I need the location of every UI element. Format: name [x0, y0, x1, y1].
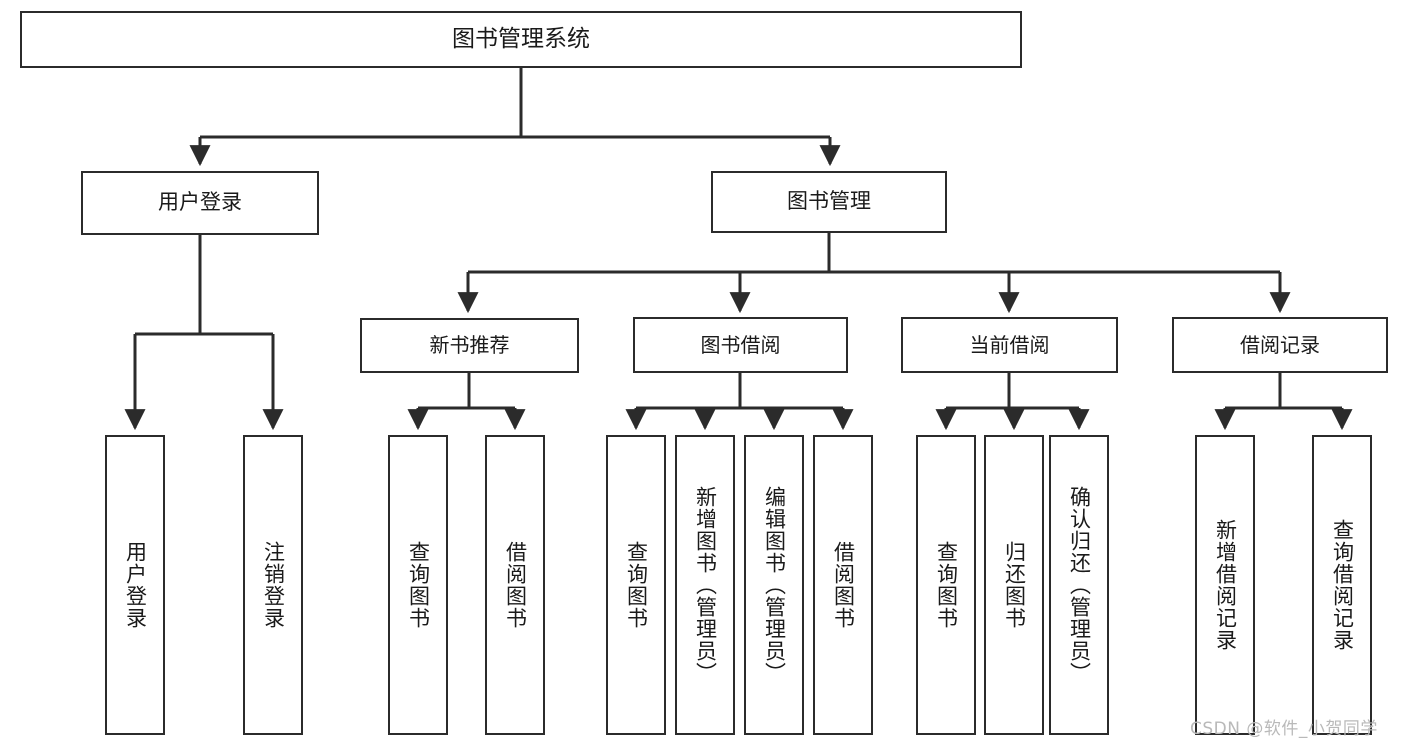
node-leaf-query-record[interactable]: 查询借阅记录	[1312, 435, 1372, 735]
node-leaf-add-record[interactable]: 新增借阅记录	[1195, 435, 1255, 735]
node-book-borrow[interactable]: 图书借阅	[633, 317, 848, 373]
watermark: CSDN @软件_小贺同学	[1190, 719, 1378, 739]
node-leaf-return-book-label: 归还图书	[1002, 541, 1027, 629]
node-book-borrow-label: 图书借阅	[700, 332, 781, 357]
node-leaf-query-book-1-label: 查询图书	[406, 541, 431, 629]
node-leaf-borrow-book-1-label: 借阅图书	[503, 541, 528, 629]
node-leaf-edit-book[interactable]: 编辑图书（管理员）	[744, 435, 804, 735]
node-root[interactable]: 图书管理系统	[20, 11, 1022, 68]
node-leaf-logout[interactable]: 注销登录	[243, 435, 303, 735]
node-current-borrow-label: 当前借阅	[969, 332, 1050, 357]
node-current-borrow[interactable]: 当前借阅	[901, 317, 1118, 373]
node-leaf-user-login-label: 用户登录	[123, 541, 148, 629]
node-leaf-borrow-book-1[interactable]: 借阅图书	[485, 435, 545, 735]
node-leaf-query-book-2[interactable]: 查询图书	[606, 435, 666, 735]
node-book-manage[interactable]: 图书管理	[711, 171, 947, 233]
node-leaf-confirm-return[interactable]: 确认归还（管理员）	[1049, 435, 1109, 735]
node-leaf-borrow-book-2-label: 借阅图书	[831, 541, 856, 629]
node-user-login-label: 用户登录	[158, 190, 242, 215]
node-user-login[interactable]: 用户登录	[81, 171, 319, 235]
node-borrow-record-label: 借阅记录	[1240, 332, 1320, 357]
node-leaf-query-record-label: 查询借阅记录	[1330, 519, 1355, 651]
node-leaf-query-book-2-label: 查询图书	[624, 541, 649, 629]
node-leaf-add-record-label: 新增借阅记录	[1213, 519, 1238, 651]
node-leaf-user-login[interactable]: 用户登录	[105, 435, 165, 735]
node-leaf-confirm-return-label: 确认归还（管理员）	[1067, 486, 1092, 684]
node-new-book-recommend-label: 新书推荐	[429, 333, 510, 358]
node-leaf-query-book-3-label: 查询图书	[934, 541, 959, 629]
node-leaf-add-book-label: 新增图书（管理员）	[693, 486, 718, 684]
node-leaf-borrow-book-2[interactable]: 借阅图书	[813, 435, 873, 735]
node-root-label: 图书管理系统	[452, 25, 590, 52]
node-leaf-add-book[interactable]: 新增图书（管理员）	[675, 435, 735, 735]
node-leaf-query-book-1[interactable]: 查询图书	[388, 435, 448, 735]
node-leaf-logout-label: 注销登录	[261, 541, 286, 629]
node-book-manage-label: 图书管理	[787, 189, 871, 214]
node-leaf-query-book-3[interactable]: 查询图书	[916, 435, 976, 735]
node-leaf-return-book[interactable]: 归还图书	[984, 435, 1044, 735]
node-borrow-record[interactable]: 借阅记录	[1172, 317, 1388, 373]
node-new-book-recommend[interactable]: 新书推荐	[360, 318, 579, 373]
node-leaf-edit-book-label: 编辑图书（管理员）	[762, 486, 787, 684]
